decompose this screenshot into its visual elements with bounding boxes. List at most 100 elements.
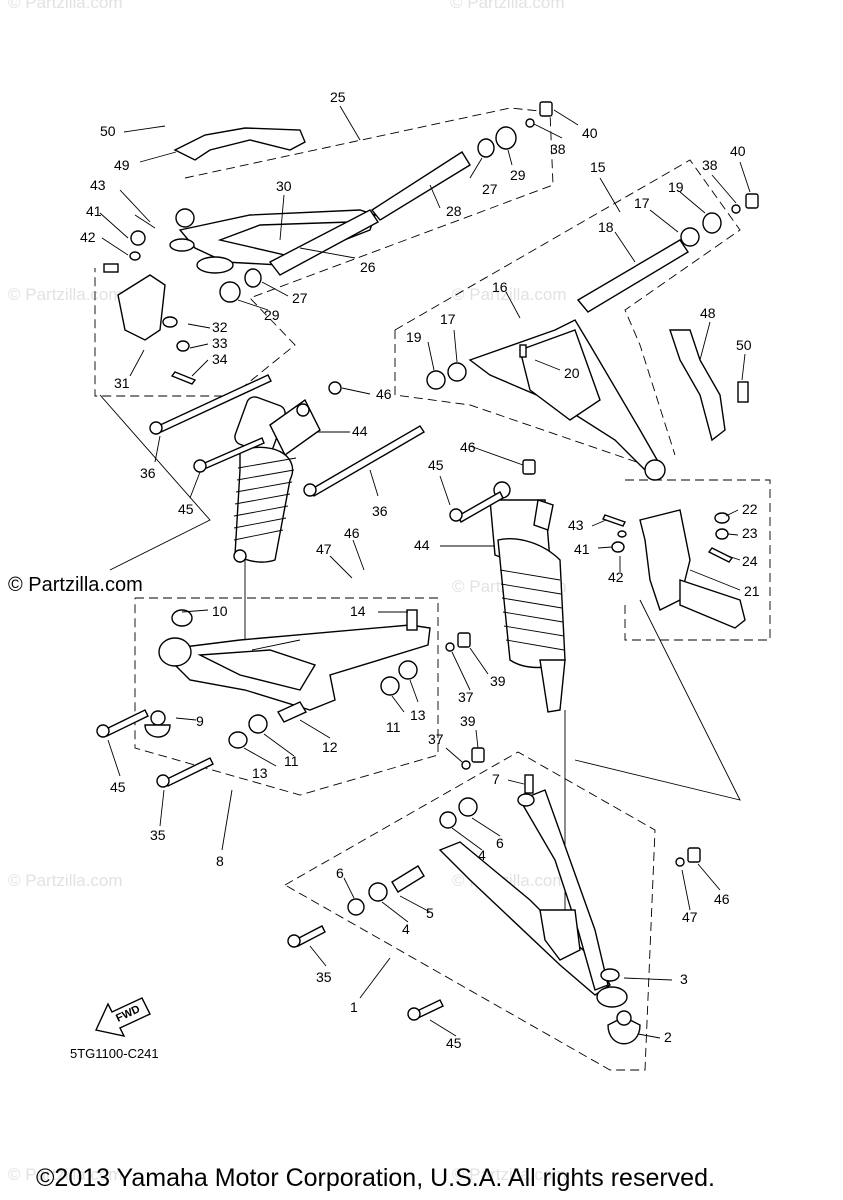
callout-19: 19 xyxy=(406,329,422,345)
callout-13: 13 xyxy=(252,765,268,781)
callout-29: 29 xyxy=(264,307,280,323)
callout-21: 21 xyxy=(744,583,760,599)
callout-22: 22 xyxy=(742,501,758,517)
faint-watermark: © Partzilla.com xyxy=(8,0,123,12)
callout-28: 28 xyxy=(446,203,462,219)
callout-37: 37 xyxy=(458,689,474,705)
callout-39: 39 xyxy=(460,713,476,729)
callout-27: 27 xyxy=(482,181,498,197)
callout-11: 11 xyxy=(386,719,401,735)
callout-1: 1 xyxy=(350,999,358,1015)
callout-23: 23 xyxy=(742,525,758,541)
callout-11: 11 xyxy=(284,753,299,769)
callout-47: 47 xyxy=(682,909,698,925)
faint-watermark: © Partzilla.com xyxy=(450,0,565,12)
faint-watermark: © Partzilla.com xyxy=(452,1165,567,1184)
callout-4: 4 xyxy=(478,847,486,863)
callout-44: 44 xyxy=(414,537,430,553)
callout-41: 41 xyxy=(574,541,590,557)
upper-a-arm-left xyxy=(169,208,376,274)
callout-43: 43 xyxy=(568,517,584,533)
callout-45: 45 xyxy=(110,779,126,795)
knuckle-left xyxy=(103,214,197,385)
knuckle-right xyxy=(602,509,746,629)
callout-41: 41 xyxy=(86,203,102,219)
lower-a-arm-left xyxy=(96,609,485,788)
forward-arrow-icon: FWD xyxy=(94,997,151,1037)
callout-36: 36 xyxy=(140,465,156,481)
callout-38: 38 xyxy=(550,141,566,157)
callout-2: 2 xyxy=(664,1029,672,1045)
callout-17: 17 xyxy=(634,195,650,211)
upper-a-arm-right xyxy=(426,193,759,481)
callout-34: 34 xyxy=(212,351,228,367)
callout-50: 50 xyxy=(736,337,752,353)
callout-16: 16 xyxy=(492,279,508,295)
callout-44: 44 xyxy=(352,423,368,439)
callout-26: 26 xyxy=(360,259,376,275)
callout-18: 18 xyxy=(598,219,614,235)
callout-9: 9 xyxy=(196,713,204,729)
callout-30: 30 xyxy=(276,178,292,194)
bracket-48 xyxy=(669,329,749,442)
callout-12: 12 xyxy=(322,739,338,755)
callout-leaders xyxy=(99,105,751,1039)
callout-48: 48 xyxy=(700,305,716,321)
callout-42: 42 xyxy=(80,229,96,245)
callout-17: 17 xyxy=(440,311,456,327)
callout-50: 50 xyxy=(100,123,116,139)
callout-10: 10 xyxy=(212,603,228,619)
through-bolts-36 xyxy=(149,374,425,497)
callout-45: 45 xyxy=(428,457,444,473)
callout-33: 33 xyxy=(212,335,228,351)
upper-left-sleeves xyxy=(219,101,553,303)
diagram-code: 5TG1100-C241 xyxy=(70,1046,159,1061)
callout-14: 14 xyxy=(350,603,366,619)
callout-19: 19 xyxy=(668,179,684,195)
shock-absorber-left xyxy=(193,381,342,563)
faint-watermark: © Partzilla.com xyxy=(8,285,123,304)
faint-watermark: © Partzilla.com xyxy=(8,1165,123,1184)
callout-27: 27 xyxy=(292,290,308,306)
callout-35: 35 xyxy=(150,827,166,843)
callout-32: 32 xyxy=(212,319,228,335)
lower-a-arm-right xyxy=(287,774,701,1045)
copyright-notice: ©2013 Yamaha Motor Corporation, U.S.A. A… xyxy=(36,1164,715,1192)
callout-7: 7 xyxy=(492,771,500,787)
callout-40: 40 xyxy=(730,143,746,159)
callout-15: 15 xyxy=(590,159,606,175)
callout-8: 8 xyxy=(216,853,224,869)
callout-38: 38 xyxy=(702,157,718,173)
callout-45: 45 xyxy=(446,1035,462,1051)
bracket-49 xyxy=(173,127,306,161)
faint-watermark: © Partzilla.com xyxy=(8,871,123,890)
callout-29: 29 xyxy=(510,167,526,183)
callout-24: 24 xyxy=(742,553,758,569)
callout-6: 6 xyxy=(496,835,504,851)
callout-46: 46 xyxy=(460,439,476,455)
callout-25: 25 xyxy=(330,89,346,105)
callout-45: 45 xyxy=(178,501,194,517)
callout-6: 6 xyxy=(336,865,344,881)
callout-49: 49 xyxy=(114,157,130,173)
callout-35: 35 xyxy=(316,969,332,985)
callout-46: 46 xyxy=(714,891,730,907)
callout-31: 31 xyxy=(114,375,130,391)
faint-watermark: © Partzilla.com xyxy=(452,285,567,304)
callout-36: 36 xyxy=(372,503,388,519)
callout-46: 46 xyxy=(376,386,392,402)
callout-4: 4 xyxy=(402,921,410,937)
callout-37: 37 xyxy=(428,731,444,747)
callout-40: 40 xyxy=(582,125,598,141)
callout-46: 46 xyxy=(344,525,360,541)
callout-20: 20 xyxy=(564,365,580,381)
callout-3: 3 xyxy=(680,971,688,987)
shock-absorber-right xyxy=(449,459,566,713)
callout-13: 13 xyxy=(410,707,426,723)
partzilla-watermark: © Partzilla.com xyxy=(8,574,143,596)
callout-47: 47 xyxy=(316,541,332,557)
callout-5: 5 xyxy=(426,905,434,921)
callout-42: 42 xyxy=(608,569,624,585)
callout-39: 39 xyxy=(490,673,506,689)
